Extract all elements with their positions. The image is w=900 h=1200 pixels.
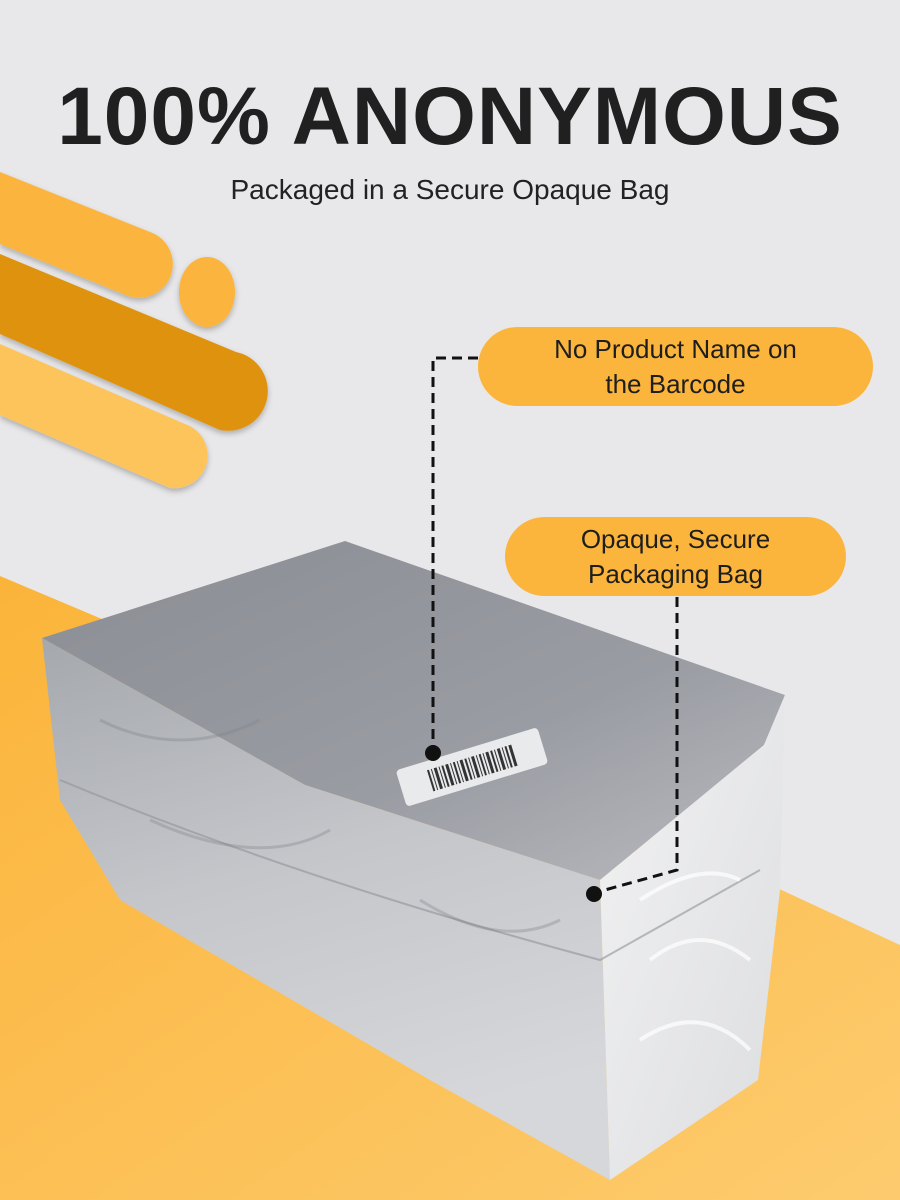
callout-opaque-bag: Opaque, Secure Packaging Bag <box>505 517 846 596</box>
package <box>42 541 785 1180</box>
callout-line: Opaque, Secure <box>580 523 771 554</box>
callout-no-product-name: No Product Name on the Barcode <box>478 327 873 406</box>
barcode-marker-dot <box>425 745 441 761</box>
page-subtitle: Packaged in a Secure Opaque Bag <box>230 174 670 205</box>
callout-line: Packaging Bag <box>588 558 763 589</box>
decorative-stripes <box>0 172 268 489</box>
callout-line: No Product Name on <box>554 333 797 364</box>
callout-line: the Barcode <box>605 368 746 399</box>
bag-marker-dot <box>586 886 602 902</box>
callout-lines <box>431 356 679 895</box>
barcode-label <box>396 728 548 806</box>
page-title: 100% ANONYMOUS <box>57 71 843 162</box>
